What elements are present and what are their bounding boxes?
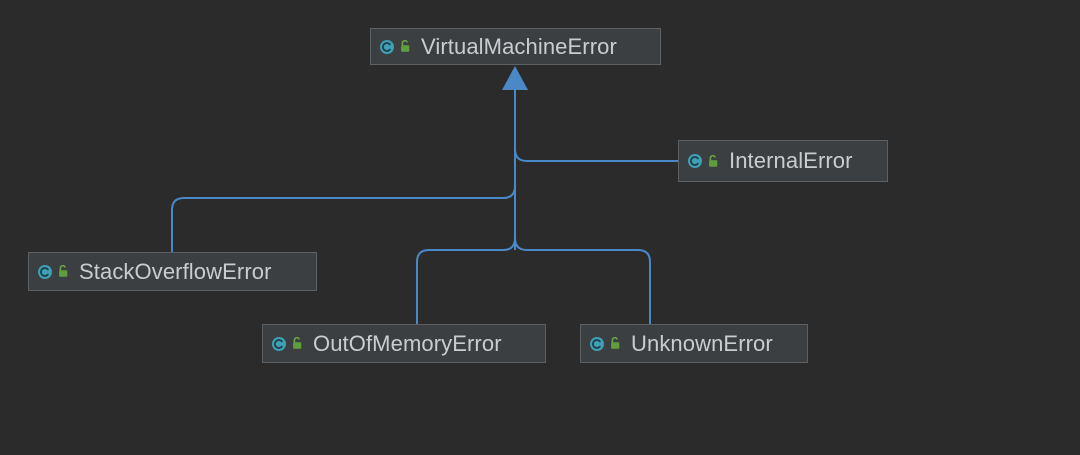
class-icon — [38, 264, 52, 279]
node-icon-group — [271, 336, 304, 352]
public-unlocked-padlock-icon — [59, 264, 68, 277]
uml-node-virtual-machine-error[interactable]: VirtualMachineError — [370, 28, 661, 65]
edge-stack-overflow-error — [171, 185, 516, 252]
uml-node-unknown-error[interactable]: UnknownError — [580, 324, 808, 363]
class-icon — [688, 154, 702, 168]
edge-internal-error — [514, 148, 678, 162]
node-icon-group — [687, 153, 720, 169]
class-icon — [590, 336, 604, 351]
public-unlocked-padlock-icon — [611, 336, 620, 349]
edge-unknown-error — [514, 237, 651, 324]
generalization-arrowhead — [502, 66, 528, 90]
class-icon — [272, 336, 286, 351]
uml-node-label: InternalError — [729, 148, 853, 173]
node-icon-group — [589, 336, 622, 352]
uml-node-out-of-memory-error[interactable]: OutOfMemoryError — [262, 324, 546, 363]
uml-node-label: UnknownError — [631, 330, 773, 356]
public-unlocked-padlock-icon — [293, 336, 302, 349]
uml-node-stack-overflow-error[interactable]: StackOverflowError — [28, 252, 317, 291]
edge-out-of-memory-error — [416, 237, 516, 324]
node-icon-group — [379, 39, 412, 55]
public-unlocked-padlock-icon — [401, 39, 410, 52]
uml-node-label: StackOverflowError — [79, 258, 272, 284]
class-icon — [380, 39, 394, 54]
public-unlocked-padlock-icon — [709, 154, 718, 167]
node-icon-group — [37, 264, 70, 280]
uml-node-internal-error[interactable]: InternalError — [678, 140, 888, 182]
uml-node-label: OutOfMemoryError — [313, 330, 502, 356]
uml-node-label: VirtualMachineError — [421, 33, 617, 59]
